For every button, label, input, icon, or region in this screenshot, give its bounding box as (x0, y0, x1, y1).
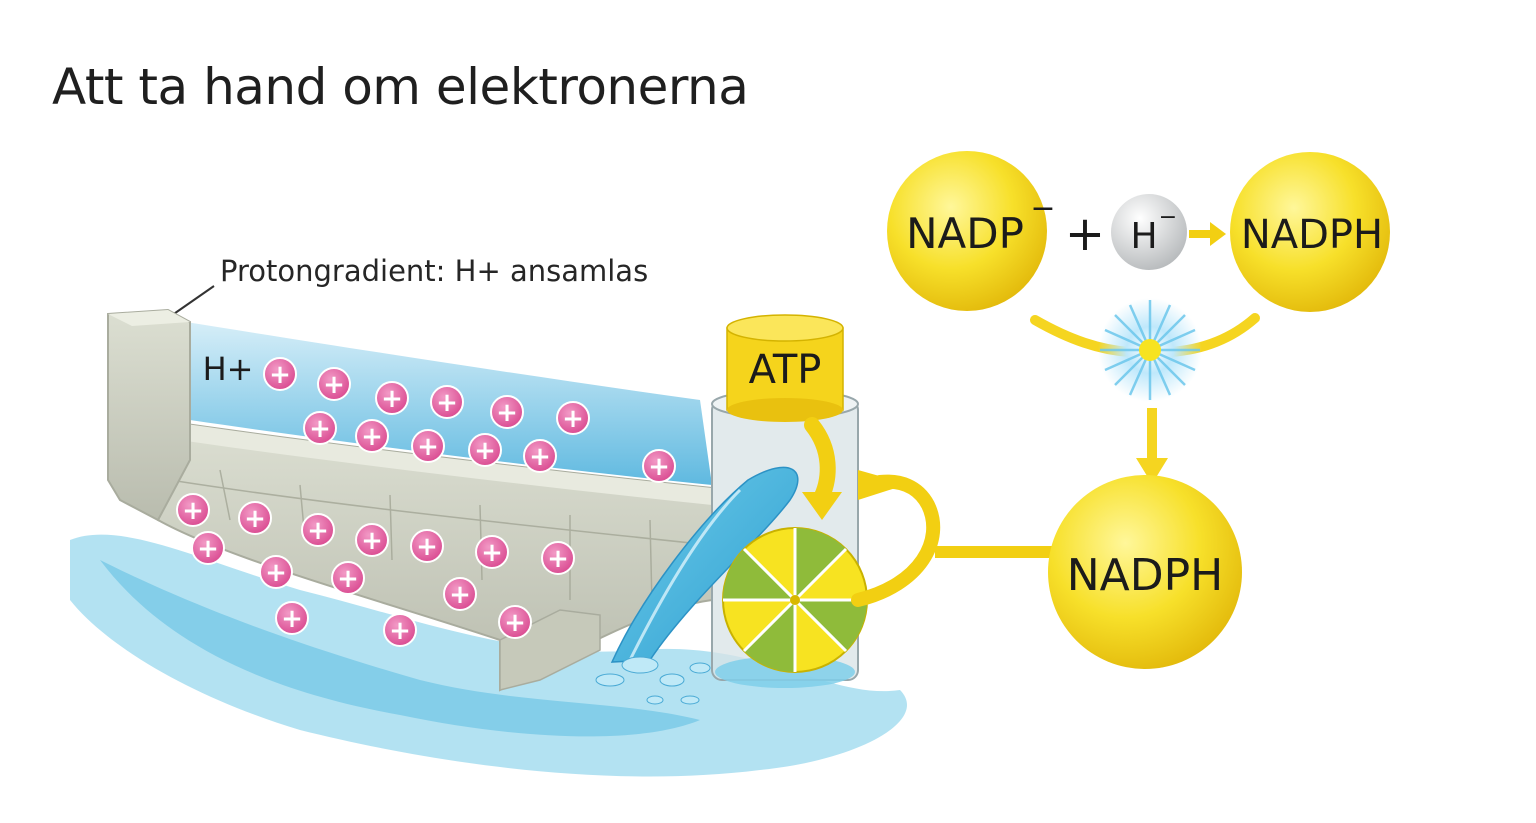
arrow-nadph-to-burst (1170, 318, 1255, 352)
hydride-label: H (1130, 216, 1157, 257)
proton-plus-sign: + (307, 516, 329, 546)
proton-marker: + (542, 542, 574, 574)
hydride-molecule (1111, 194, 1187, 270)
proton-plus-sign: + (648, 452, 670, 482)
proton-marker: + (444, 578, 476, 610)
proton-marker: + (318, 368, 350, 400)
ground-water (70, 535, 907, 777)
proton-plus-sign: + (417, 432, 439, 462)
arrow-down-to-turbine (812, 425, 828, 496)
proton-group: ++++++++++++++++++++++++++ (177, 358, 675, 646)
turbine-housing (712, 400, 858, 680)
proton-plus-sign: + (416, 532, 438, 562)
proton-marker: + (411, 530, 443, 562)
proton-marker: + (177, 494, 209, 526)
proton-marker: + (412, 430, 444, 462)
dam-pillar (108, 310, 190, 520)
proton-gradient-label: Protongradient: H+ ansamlas (220, 254, 648, 288)
hydride-charge: − (1159, 205, 1177, 230)
turbine-wheel (723, 528, 867, 672)
proton-plus-sign: + (182, 496, 204, 526)
nadph-output-label: NADPH (1067, 550, 1224, 601)
proton-plus-sign: + (269, 360, 291, 390)
proton-marker: + (643, 450, 675, 482)
dam-steps (500, 610, 600, 690)
arrow-turbine-loop (858, 482, 933, 600)
nadp-label: NADP (906, 209, 1024, 258)
proton-plus-sign: + (481, 538, 503, 568)
reservoir-water (186, 322, 712, 485)
label-leader-line (168, 286, 214, 318)
proton-plus-sign: + (389, 616, 411, 646)
proton-marker: + (192, 532, 224, 564)
proton-marker: + (476, 536, 508, 568)
proton-marker: + (332, 562, 364, 594)
proton-plus-sign: + (337, 564, 359, 594)
proton-plus-sign: + (361, 422, 383, 452)
page-title: Att ta hand om elektronerna (52, 58, 748, 116)
proton-plus-sign: + (281, 604, 303, 634)
proton-plus-sign: + (449, 580, 471, 610)
reservoir-h-label: H+ (203, 350, 254, 388)
proton-marker: + (491, 396, 523, 428)
proton-plus-sign: + (436, 388, 458, 418)
proton-marker: + (384, 614, 416, 646)
proton-marker: + (499, 606, 531, 638)
proton-marker: + (557, 402, 589, 434)
atp-cylinder (727, 328, 843, 410)
proton-plus-sign: + (309, 414, 331, 444)
proton-marker: + (304, 412, 336, 444)
nadp-molecule (887, 151, 1047, 311)
dam-wall (158, 420, 712, 690)
proton-marker: + (302, 514, 334, 546)
proton-plus-sign: + (529, 442, 551, 472)
energy-burst (1098, 298, 1202, 402)
waterfall (612, 467, 798, 662)
arrow-nadp-to-burst (1035, 320, 1130, 352)
proton-marker: + (469, 434, 501, 466)
proton-marker: + (524, 440, 556, 472)
proton-marker: + (376, 382, 408, 414)
proton-plus-sign: + (504, 608, 526, 638)
proton-plus-sign: + (381, 384, 403, 414)
proton-plus-sign: + (265, 558, 287, 588)
nadp-charge: − (1030, 191, 1055, 226)
proton-marker: + (260, 556, 292, 588)
nadph-product-label: NADPH (1241, 212, 1383, 258)
proton-plus-sign: + (547, 544, 569, 574)
proton-plus-sign: + (361, 526, 383, 556)
atp-label: ATP (749, 347, 822, 393)
proton-marker: + (356, 524, 388, 556)
proton-marker: + (276, 602, 308, 634)
proton-plus-sign: + (496, 398, 518, 428)
proton-plus-sign: + (323, 370, 345, 400)
proton-marker: + (431, 386, 463, 418)
proton-marker: + (264, 358, 296, 390)
splash-droplets (596, 657, 710, 704)
proton-marker: + (356, 420, 388, 452)
proton-plus-sign: + (562, 404, 584, 434)
proton-plus-sign: + (244, 504, 266, 534)
proton-plus-sign: + (197, 534, 219, 564)
proton-plus-sign: + (474, 436, 496, 466)
nadph-product-molecule (1230, 152, 1390, 312)
proton-marker: + (239, 502, 271, 534)
nadph-output-molecule (1048, 475, 1242, 669)
plus-sign: + (1065, 206, 1105, 262)
